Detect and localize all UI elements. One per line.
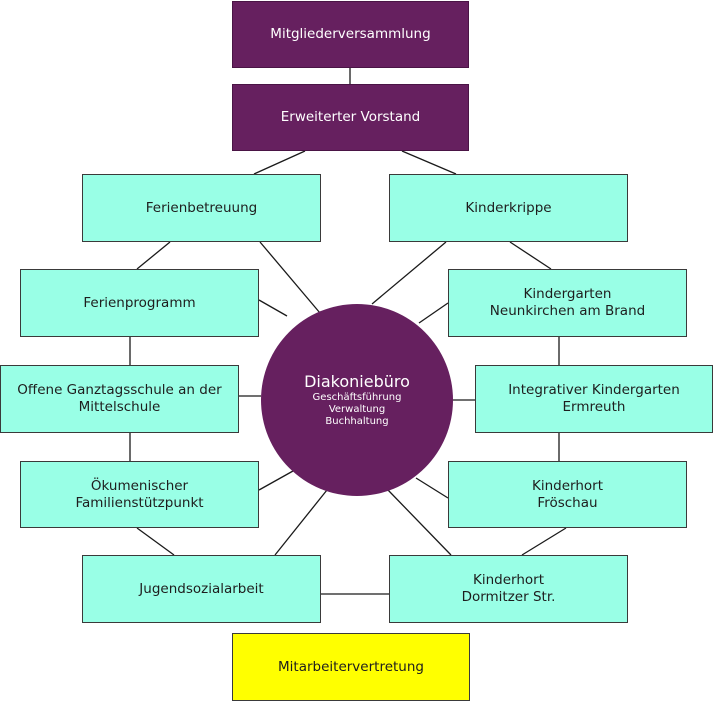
kinderhort-froeschau-box: Kinderhort Fröschau	[448, 461, 687, 528]
kinderhort-dormitz-box: Kinderhort Dormitzer Str.	[389, 555, 628, 623]
diakoniebuero-hub: Diakoniebüro Geschäftsführung Verwaltung…	[261, 304, 453, 496]
hub-sub-buchhaltung: Buchhaltung	[325, 416, 389, 427]
hub-sub-verwaltung: Verwaltung	[328, 404, 386, 415]
jugendsozialarbeit-box: Jugendsozialarbeit	[82, 555, 321, 623]
mitgliederversammlung-box: Mitgliederversammlung	[232, 1, 469, 68]
ferienbetreuung-box: Ferienbetreuung	[82, 174, 321, 242]
erweiterter-vorstand-box: Erweiterter Vorstand	[232, 84, 469, 151]
hub-title: Diakoniebüro	[304, 372, 410, 391]
integrativer-kindergarten-box: Integrativer Kindergarten Ermreuth	[475, 365, 713, 433]
kinderkrippe-box: Kinderkrippe	[389, 174, 628, 242]
mitarbeitervertretung-box: Mitarbeitervertretung	[232, 633, 470, 701]
ganztagsschule-box: Offene Ganztagsschule an der Mittelschul…	[0, 365, 239, 433]
familienstuetzpunkt-box: Ökumenischer Familienstützpunkt	[20, 461, 259, 528]
hub-sub-geschaeftsfuehrung: Geschäftsführung	[312, 392, 402, 403]
kindergarten-neunkirchen-box: Kindergarten Neunkirchen am Brand	[448, 269, 687, 337]
ferienprogramm-box: Ferienprogramm	[20, 269, 259, 337]
